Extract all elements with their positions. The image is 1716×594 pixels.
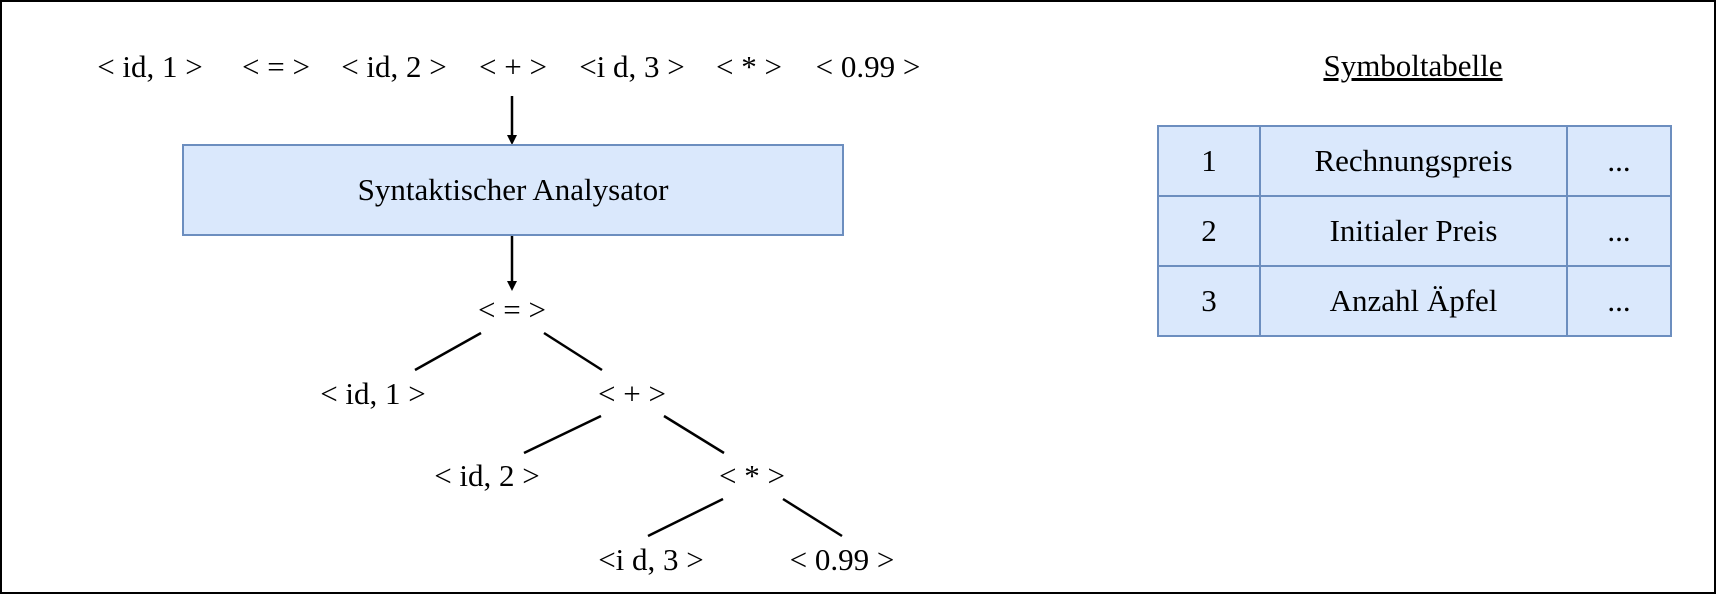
symbol-more-cell: ... <box>1566 125 1672 197</box>
tree-node-plus-right: < * > <box>719 458 785 493</box>
edge-root-right <box>543 331 603 372</box>
symbol-name-cell: Initialer Preis <box>1259 195 1568 267</box>
symbol-name-cell: Anzahl Äpfel <box>1259 265 1568 337</box>
tree-node-root-left: < id, 1 > <box>320 376 426 411</box>
token-id-1: < id, 1 > <box>97 49 203 84</box>
tree-node-root: < = > <box>478 292 546 327</box>
edge-mul-left <box>647 497 724 538</box>
table-row: 2 Initialer Preis ... <box>1157 195 1672 267</box>
symbol-name-cell: Rechnungspreis <box>1259 125 1568 197</box>
token-plus: < + > <box>479 49 547 84</box>
syntax-analyzer-box: Syntaktischer Analysator <box>182 144 844 236</box>
syntax-analyzer-label: Syntaktischer Analysator <box>357 172 669 207</box>
table-row: 3 Anzahl Äpfel ... <box>1157 265 1672 337</box>
edge-mul-right <box>782 497 843 538</box>
tree-node-mul-left: <i d, 3 > <box>598 542 704 577</box>
symbol-index-cell: 1 <box>1157 125 1261 197</box>
symbol-more-cell: ... <box>1566 195 1672 267</box>
token-mul: < * > <box>716 49 782 84</box>
symbol-index-cell: 2 <box>1157 195 1261 267</box>
tree-node-root-right: < + > <box>598 376 666 411</box>
edge-plus-left <box>523 414 602 455</box>
token-id-2: < id, 2 > <box>341 49 447 84</box>
symbol-table: 1 Rechnungspreis ... 2 Initialer Preis .… <box>1157 125 1672 337</box>
symbol-more-cell: ... <box>1566 265 1672 337</box>
tree-node-mul-right: < 0.99 > <box>789 542 895 577</box>
token-id-3: <i d, 3 > <box>579 49 685 84</box>
edge-root-left <box>414 331 482 372</box>
edge-plus-right <box>663 414 725 455</box>
tree-node-plus-left: < id, 2 > <box>434 458 540 493</box>
table-row: 1 Rechnungspreis ... <box>1157 125 1672 197</box>
symbol-index-cell: 3 <box>1157 265 1261 337</box>
token-assign: < = > <box>242 49 310 84</box>
symbol-table-title: Symboltabelle <box>1323 48 1503 83</box>
token-const: < 0.99 > <box>815 49 921 84</box>
